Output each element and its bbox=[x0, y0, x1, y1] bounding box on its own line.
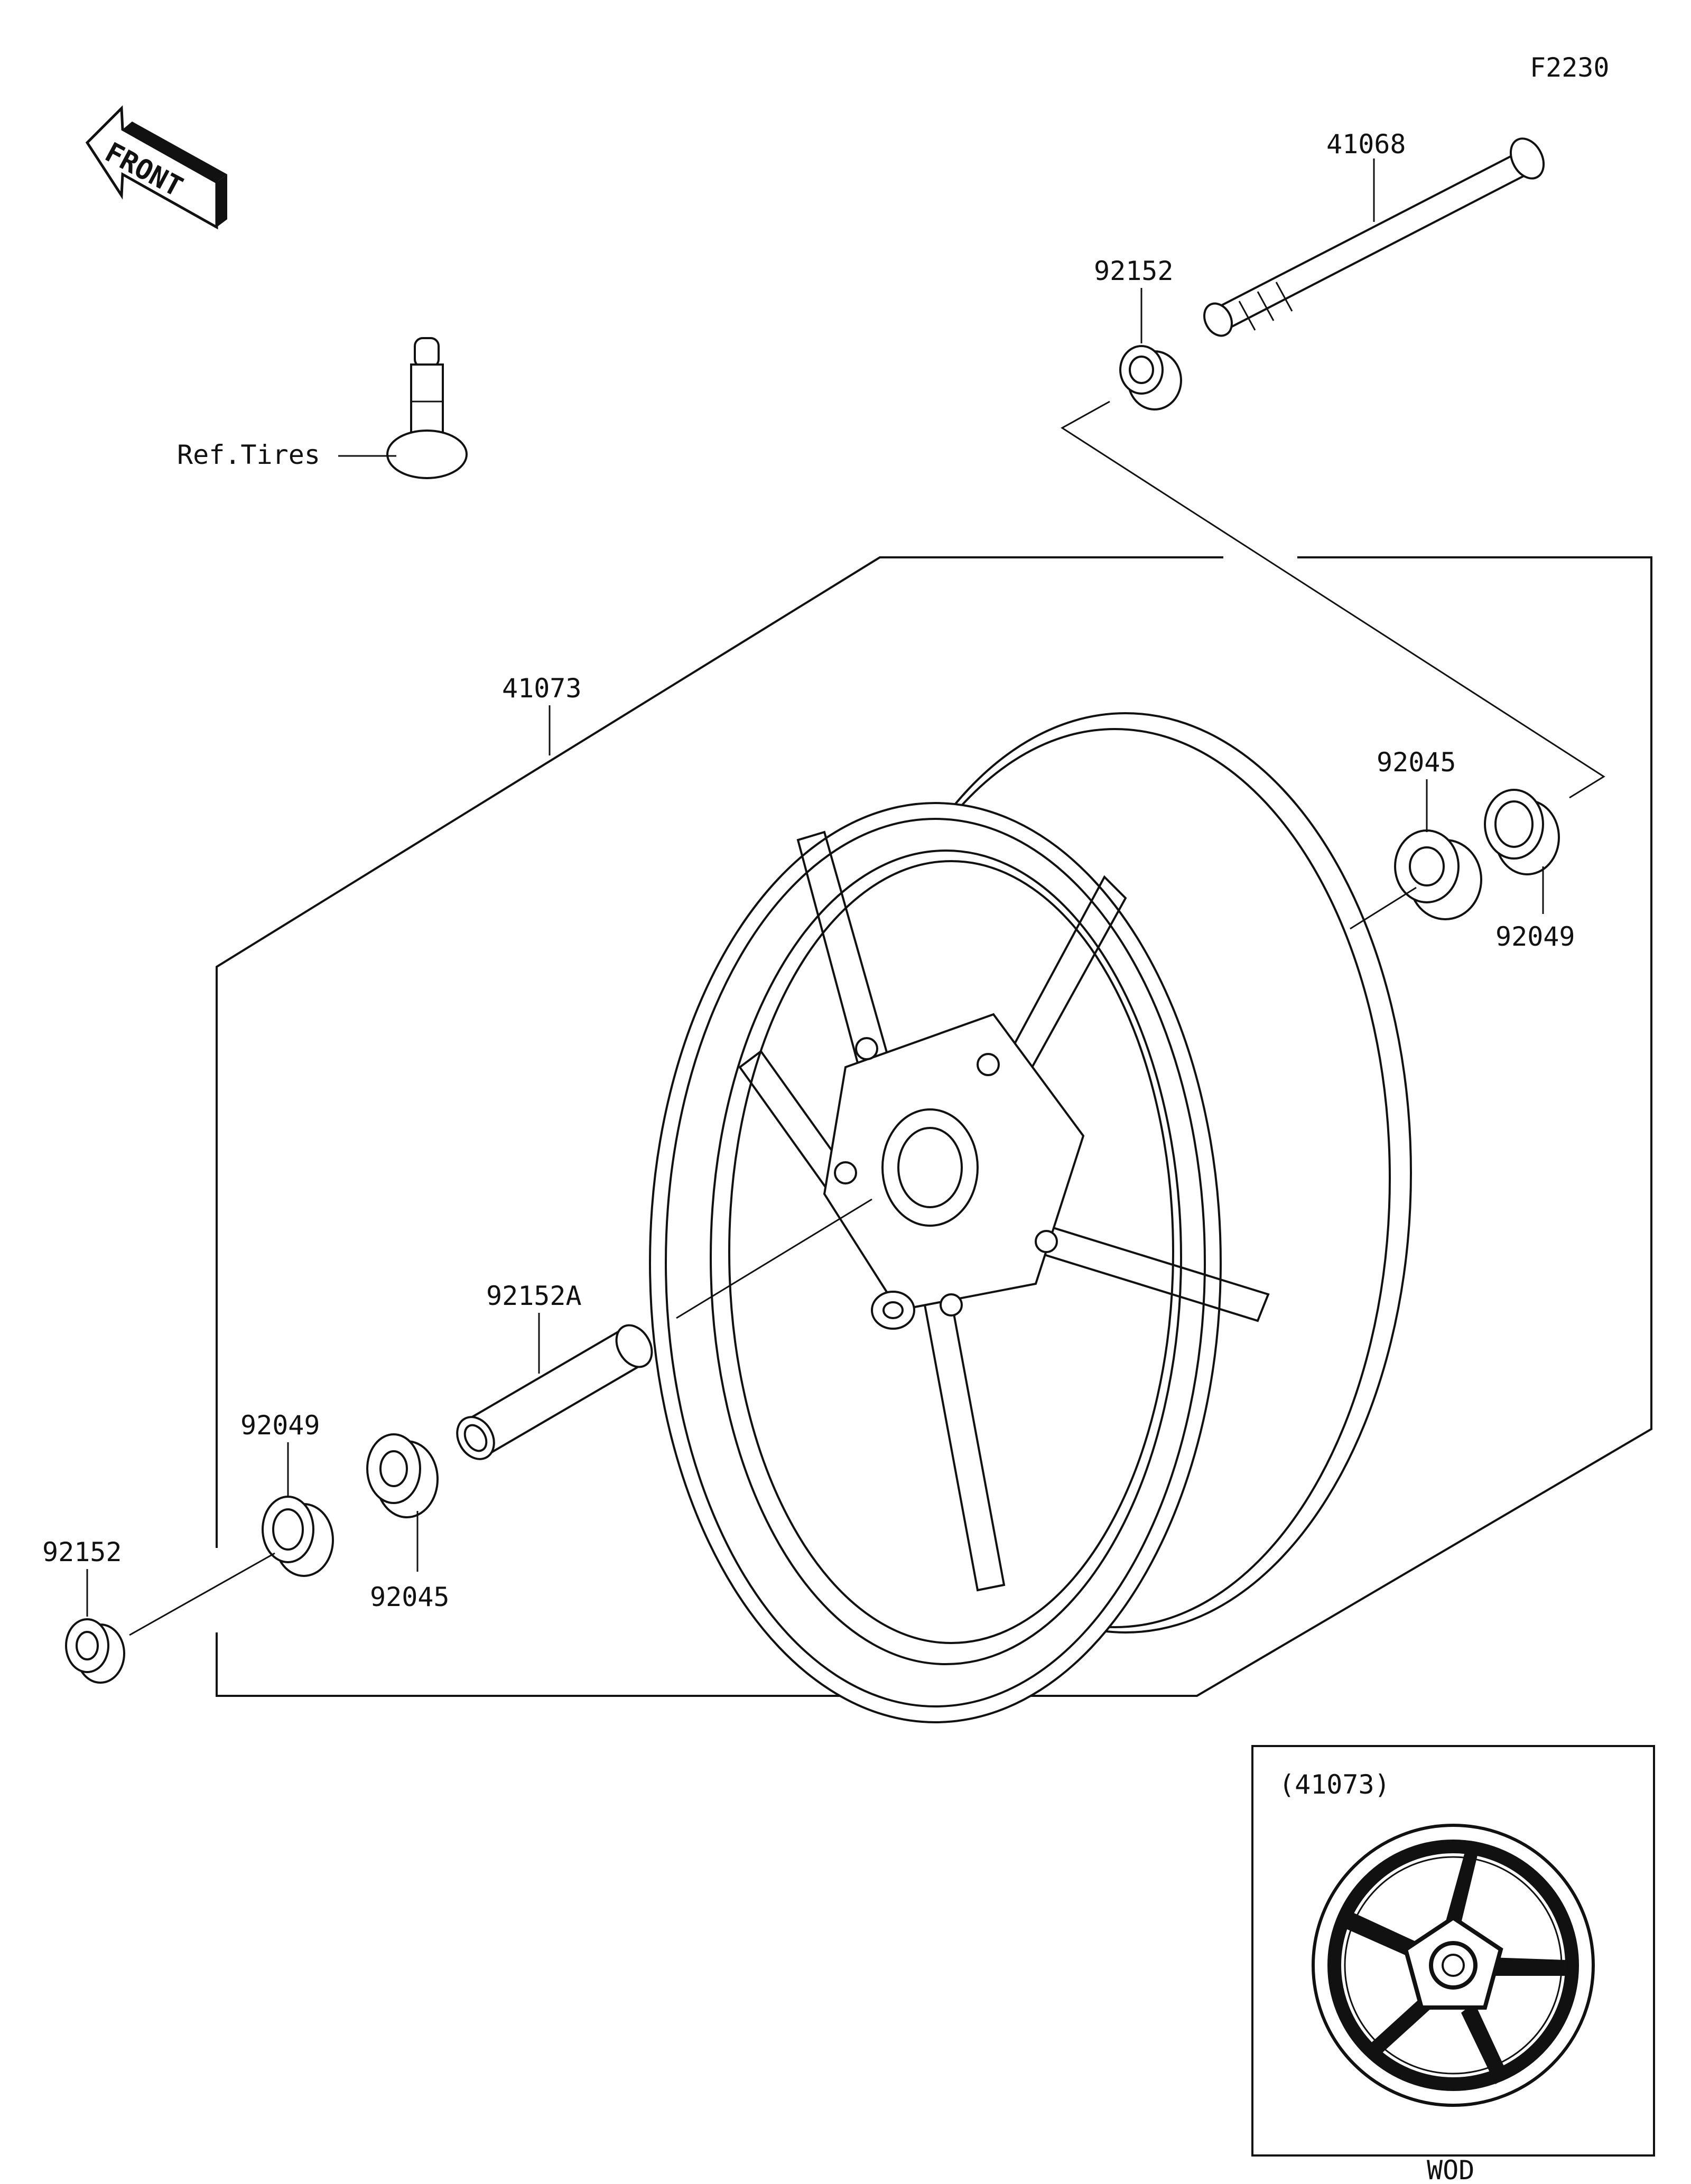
inset-panel: (41073) bbox=[1251, 1745, 1655, 2157]
valve-label: Ref.Tires bbox=[177, 440, 320, 470]
seal-left-label: 92049 bbox=[240, 1410, 320, 1441]
collar-top-routing-line bbox=[1061, 400, 1605, 799]
seal-right-label: 92049 bbox=[1495, 921, 1575, 952]
seal-left-part bbox=[262, 1496, 334, 1577]
figure-code: F2230 bbox=[1530, 52, 1610, 83]
spacer-part bbox=[456, 1324, 653, 1460]
wheel-assembly-outline-right bbox=[216, 556, 1652, 1697]
bearing-left-label: 92045 bbox=[370, 1582, 450, 1612]
axle-part bbox=[1203, 137, 1545, 337]
collar-left-part bbox=[65, 1618, 125, 1684]
inset-label: (41073) bbox=[1279, 1769, 1390, 1800]
wheel-spokes bbox=[738, 830, 1270, 1592]
bearing-left-part bbox=[366, 1433, 439, 1518]
inset-caption: WOD bbox=[1427, 2155, 1474, 2184]
wheel-assembly-outline bbox=[216, 556, 1223, 1548]
spacer-routing-line bbox=[676, 1198, 872, 1319]
seal-right-part bbox=[1484, 789, 1560, 875]
wheel-part bbox=[649, 712, 1412, 1723]
collar-left-routing-line bbox=[129, 1552, 275, 1636]
collar-left-label: 92152 bbox=[42, 1537, 122, 1567]
collar-top-label: 92152 bbox=[1094, 256, 1174, 286]
front-arrow-icon: FRONT bbox=[85, 105, 227, 230]
wheel-label: 41073 bbox=[502, 673, 582, 704]
bearing-right-label: 92045 bbox=[1377, 747, 1456, 778]
hub bbox=[823, 1013, 1085, 1330]
bearing-right-routing-line bbox=[1350, 886, 1417, 930]
axle-label: 41068 bbox=[1326, 129, 1406, 160]
collar-top-part bbox=[1119, 345, 1182, 410]
bearing-right-part bbox=[1394, 829, 1482, 920]
spacer-label: 92152A bbox=[486, 1281, 582, 1311]
inset-wheel-icon bbox=[1312, 1824, 1595, 2107]
valve-part bbox=[386, 337, 468, 479]
